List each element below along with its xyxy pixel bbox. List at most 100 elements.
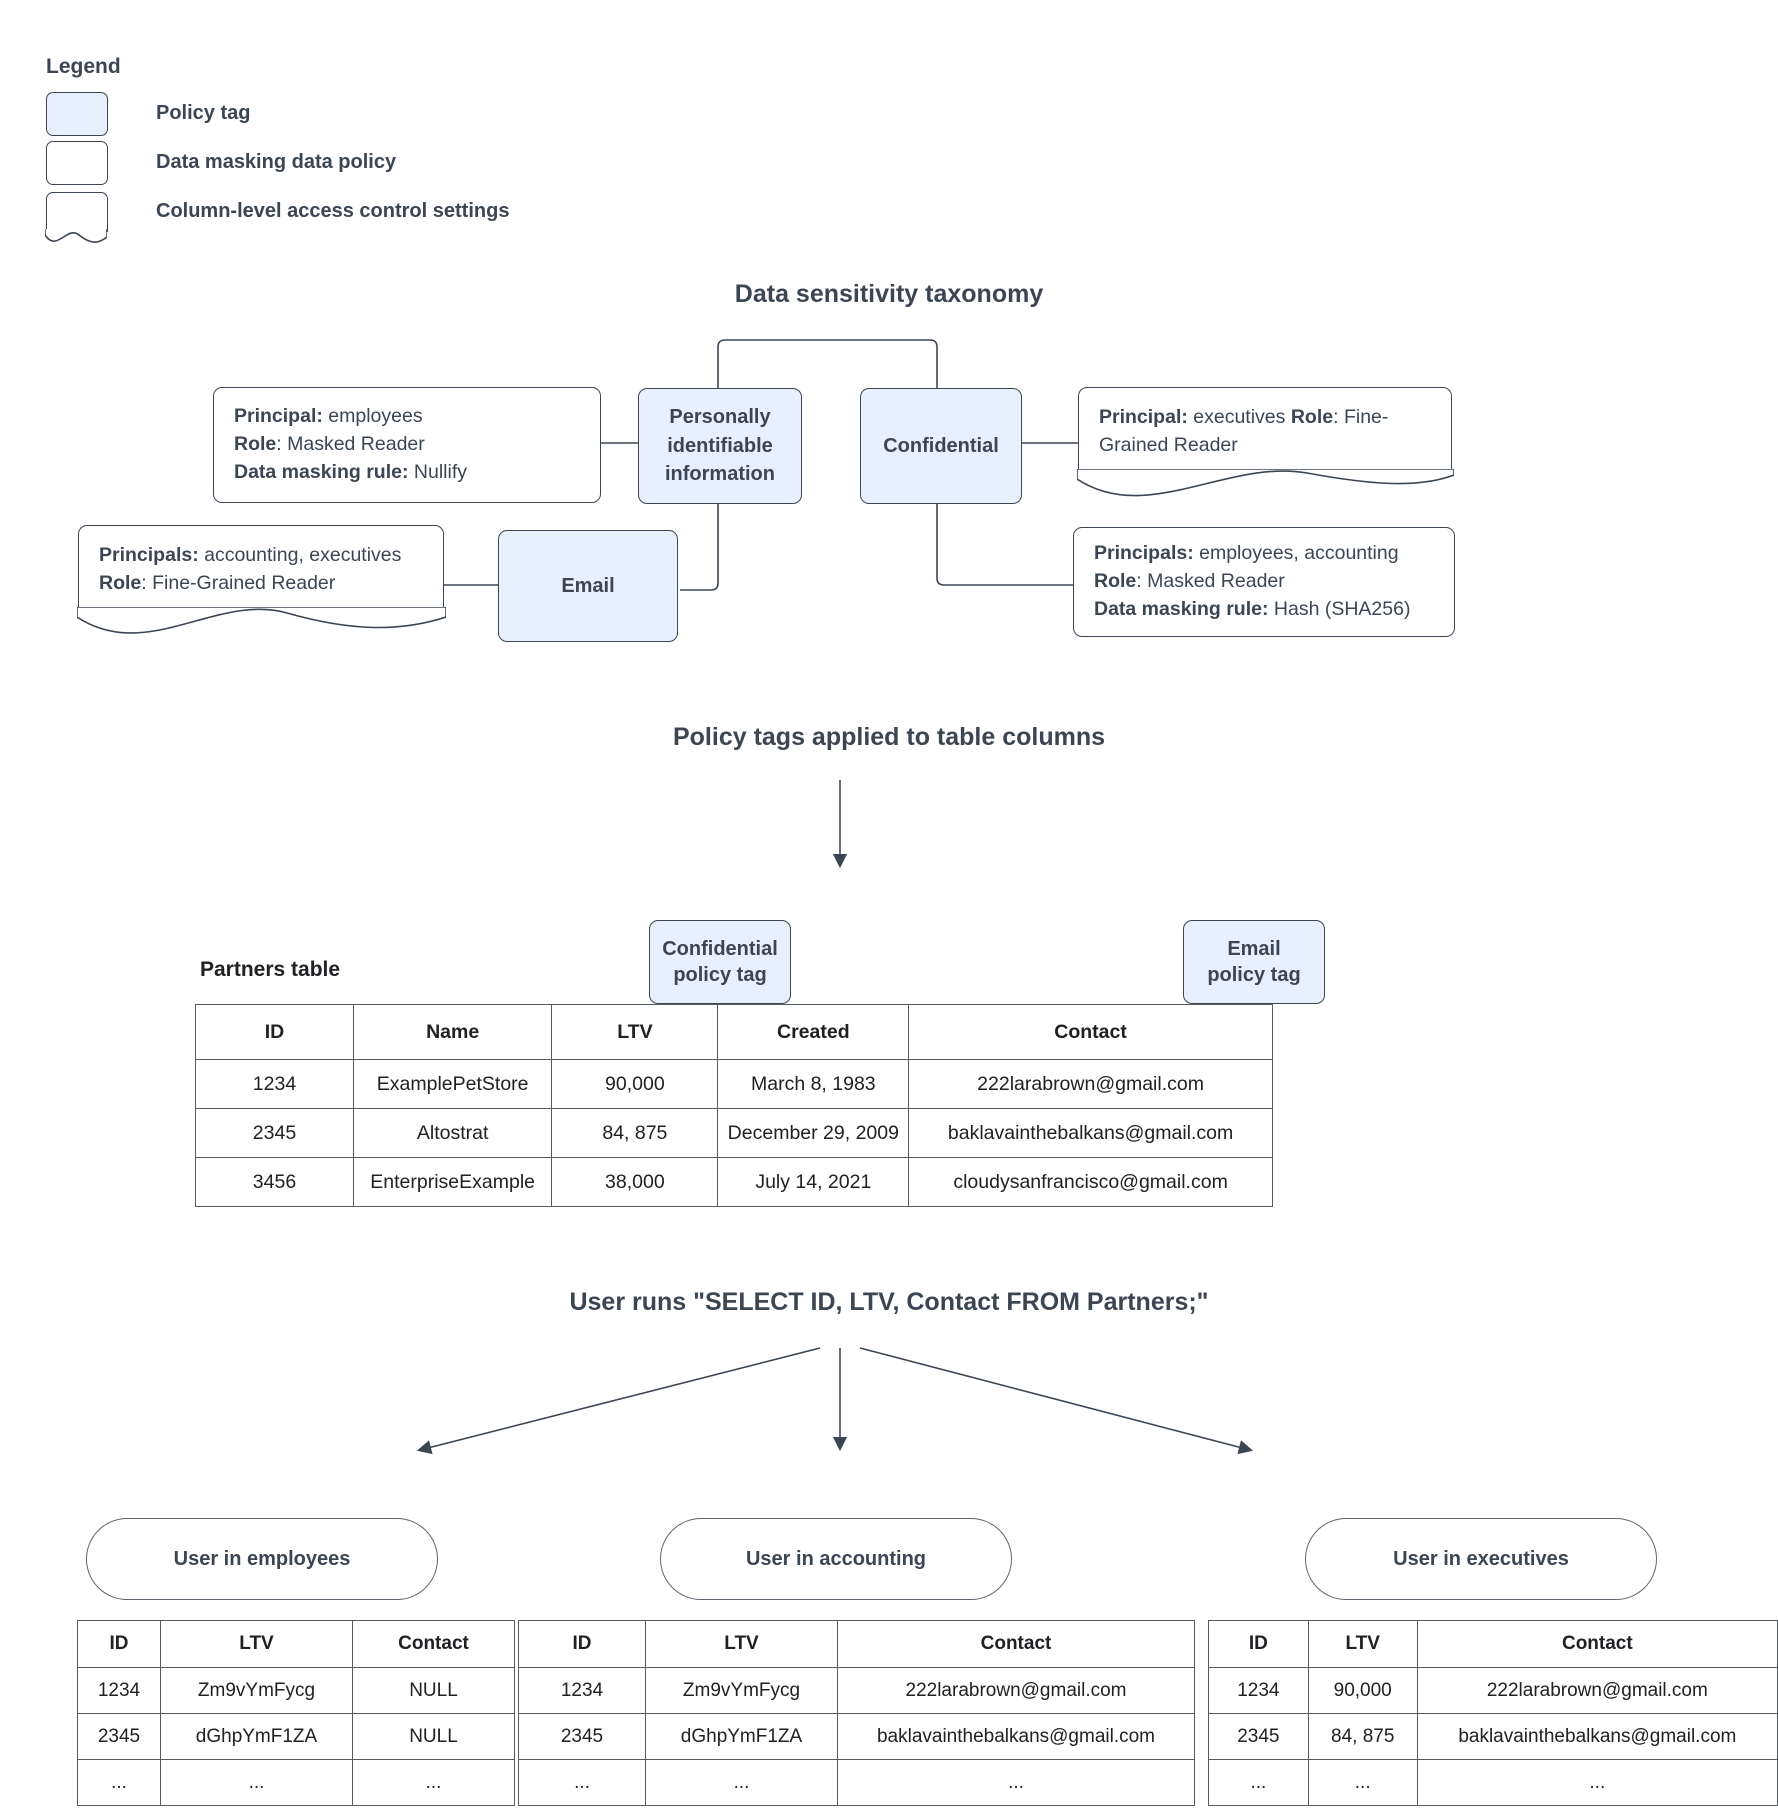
confidential-masking-line-2: Role: Masked Reader xyxy=(1094,570,1285,593)
cell-ltv: dGhpYmF1ZA xyxy=(160,1713,353,1760)
taxonomy-connectors xyxy=(442,339,1078,591)
policy-tag-pii[interactable]: Personally identifiable information xyxy=(638,388,802,504)
cell-contact: baklavainthebalkans@gmail.com xyxy=(908,1108,1273,1158)
data-masking-policy-confidential[interactable]: Principals: employees, accounting Role: … xyxy=(1073,527,1455,637)
email-chip-line-2: policy tag xyxy=(1207,964,1301,986)
cell-ltv: ... xyxy=(1307,1759,1418,1806)
column-access-control-email[interactable]: Principals: accounting, executives Role:… xyxy=(77,525,447,634)
table-row: 3456 EnterpriseExample 38,000 July 14, 2… xyxy=(195,1157,1273,1207)
cell-id: 2345 xyxy=(195,1108,354,1158)
wavy-bottom-icon xyxy=(45,228,108,249)
confidential-policy-tag-chip[interactable]: Confidential policy tag xyxy=(649,920,791,1004)
cell-name: EnterpriseExample xyxy=(352,1157,553,1207)
column-header-ltv: LTV xyxy=(160,1620,353,1668)
column-header-created: Created xyxy=(717,1004,910,1060)
email-policy-tag-chip[interactable]: Email policy tag xyxy=(1183,920,1325,1004)
results-accounting-table-wrapper: ID LTV Contact 1234 Zm9vYmFycg 222larabr… xyxy=(518,1620,1195,1806)
cell-ltv: 84, 875 xyxy=(551,1108,719,1158)
cell-contact: baklavainthebalkans@gmail.com xyxy=(837,1713,1195,1760)
column-access-control-swatch-icon xyxy=(45,191,108,232)
cell-created: March 8, 1983 xyxy=(717,1059,910,1109)
column-header-contact: Contact xyxy=(1416,1620,1778,1668)
pill-label: User in employees xyxy=(173,1547,351,1570)
legend-title: Legend xyxy=(46,55,121,78)
cell-contact: ... xyxy=(1416,1759,1778,1806)
data-masking-policy-pii[interactable]: Principal: employees Role: Masked Reader… xyxy=(213,387,601,503)
table-header-row: ID LTV Contact xyxy=(77,1620,515,1668)
cell-id: 1234 xyxy=(195,1059,354,1109)
column-header-ltv: LTV xyxy=(551,1004,719,1060)
pii-masking-line-2: Role: Masked Reader xyxy=(234,433,425,456)
results-table-accounting: ID LTV Contact 1234 Zm9vYmFycg 222larabr… xyxy=(518,1620,1195,1806)
cell-id: ... xyxy=(1208,1759,1309,1806)
table-row: ... ... ... xyxy=(1208,1759,1778,1806)
column-header-id: ID xyxy=(77,1620,161,1668)
cell-ltv: ... xyxy=(645,1759,838,1806)
cell-id: 1234 xyxy=(1208,1667,1309,1714)
partners-table: ID Name LTV Created Contact 1234 Example… xyxy=(195,1004,1273,1207)
cell-ltv: Zm9vYmFycg xyxy=(645,1667,838,1714)
table-row: 1234 ExamplePetStore 90,000 March 8, 198… xyxy=(195,1059,1273,1109)
partners-table-wrapper: ID Name LTV Created Contact 1234 Example… xyxy=(195,1004,1273,1207)
table-row: 2345 dGhpYmF1ZA baklavainthebalkans@gmai… xyxy=(518,1713,1195,1760)
taxonomy-section-title: Data sensitivity taxonomy xyxy=(734,280,1044,308)
data-masking-policy-swatch-icon xyxy=(46,140,108,185)
column-header-contact: Contact xyxy=(837,1620,1195,1668)
column-header-contact: Contact xyxy=(352,1620,515,1668)
cell-ltv: 90,000 xyxy=(551,1059,719,1109)
legend-item-label: Data masking data policy xyxy=(156,151,397,173)
column-header-id: ID xyxy=(195,1004,354,1060)
pill-user-in-executives[interactable]: User in executives xyxy=(1305,1518,1657,1600)
email-access-line-2: Role: Fine-Grained Reader xyxy=(99,571,336,594)
cell-contact: NULL xyxy=(352,1667,515,1714)
table-row: 1234 Zm9vYmFycg NULL xyxy=(77,1667,515,1714)
table-header-row: ID LTV Contact xyxy=(1208,1620,1778,1668)
cell-ltv: ... xyxy=(160,1759,353,1806)
arrow-to-employees xyxy=(416,1347,821,1455)
table-row: ... ... ... xyxy=(77,1759,515,1806)
cell-contact: NULL xyxy=(352,1713,515,1760)
legend-item-label: Policy tag xyxy=(156,102,251,124)
policy-tag-email[interactable]: Email xyxy=(498,530,678,642)
query-section-title: User runs "SELECT ID, LTV, Contact FROM … xyxy=(569,1288,1209,1316)
cell-id: 3456 xyxy=(195,1157,354,1207)
cell-id: 2345 xyxy=(77,1713,161,1760)
pill-user-in-accounting[interactable]: User in accounting xyxy=(660,1518,1012,1600)
cell-contact: cloudysanfrancisco@gmail.com xyxy=(908,1157,1273,1207)
confidential-access-line-1: Principal: executives xyxy=(1099,405,1286,428)
confidential-masking-line-3: Data masking rule: Hash (SHA256) xyxy=(1094,597,1411,620)
policy-tag-pii-label: Personally identifiable information xyxy=(665,406,775,486)
cell-created: July 14, 2021 xyxy=(717,1157,910,1207)
cell-id: 2345 xyxy=(518,1713,646,1760)
table-header-row: ID LTV Contact xyxy=(518,1620,1195,1668)
cell-contact: 222larabrown@gmail.com xyxy=(1416,1667,1778,1714)
cell-ltv: 38,000 xyxy=(551,1157,719,1207)
confidential-access-line-2: Role: Fine-Grained Reader xyxy=(1099,405,1389,456)
cell-id: ... xyxy=(77,1759,161,1806)
table-row: ... ... ... xyxy=(518,1759,1195,1806)
cell-created: December 29, 2009 xyxy=(717,1108,910,1158)
legend: Legend Policy tag Data masking data poli… xyxy=(45,55,646,236)
cell-contact: baklavainthebalkans@gmail.com xyxy=(1416,1713,1778,1760)
cell-ltv: 84, 875 xyxy=(1307,1713,1418,1760)
table-header-row: ID Name LTV Created Contact xyxy=(195,1004,1273,1060)
column-header-ltv: LTV xyxy=(1307,1620,1418,1668)
column-header-ltv: LTV xyxy=(645,1620,838,1668)
partners-table-label: Partners table xyxy=(200,958,341,981)
email-access-line-1: Principals: accounting, executives xyxy=(99,543,402,566)
email-chip-line-1: Email xyxy=(1227,938,1281,960)
policy-tag-email-label: Email xyxy=(561,574,615,597)
legend-item-policy-tag: Policy tag xyxy=(46,89,646,138)
cell-contact: 222larabrown@gmail.com xyxy=(837,1667,1195,1714)
legend-item-data-masking-policy: Data masking data policy xyxy=(46,138,646,187)
cell-id: 2345 xyxy=(1208,1713,1309,1760)
policy-tags-down-arrow xyxy=(832,780,848,869)
pill-user-in-employees[interactable]: User in employees xyxy=(86,1518,438,1600)
cell-ltv: Zm9vYmFycg xyxy=(160,1667,353,1714)
table-row: 2345 84, 875 baklavainthebalkans@gmail.c… xyxy=(1208,1713,1778,1760)
cell-ltv: dGhpYmF1ZA xyxy=(645,1713,838,1760)
policy-tag-confidential[interactable]: Confidential xyxy=(860,388,1022,504)
pii-masking-line-3: Data masking rule: Nullify xyxy=(234,460,467,483)
cell-contact: ... xyxy=(352,1759,515,1806)
column-access-control-confidential[interactable]: Principal: executives Role: Fine-Grained… xyxy=(1077,387,1455,497)
